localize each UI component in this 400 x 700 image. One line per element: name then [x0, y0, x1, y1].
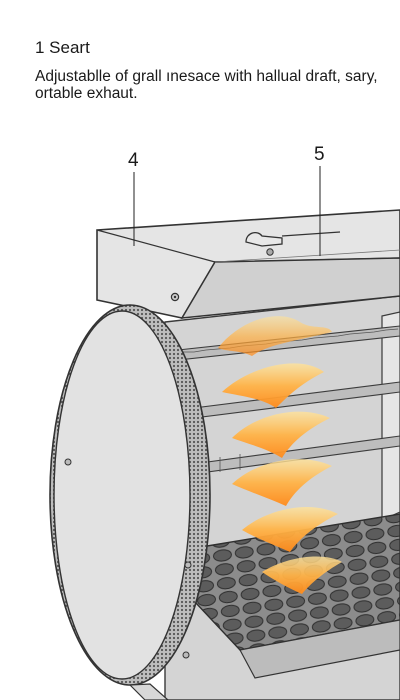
heat-flow-flames	[218, 316, 342, 594]
lid-handle	[245, 231, 341, 256]
flame-5	[242, 507, 338, 552]
base-frame	[128, 683, 169, 700]
callout-5-number: 5	[314, 144, 325, 165]
flame-2	[222, 363, 324, 408]
flame-1	[218, 316, 332, 356]
side-door	[49, 304, 211, 686]
chamber-inner-panel	[381, 311, 400, 521]
callout-4-number: 4	[128, 150, 139, 171]
flame-4	[232, 459, 332, 506]
diagram-caption: Adjustablle of grall ınesace with hallua…	[35, 68, 378, 102]
flame-3	[232, 411, 330, 458]
flame-6	[262, 556, 342, 594]
hood-lid	[96, 209, 400, 319]
diagram-heading: 1 Seart	[35, 38, 90, 57]
